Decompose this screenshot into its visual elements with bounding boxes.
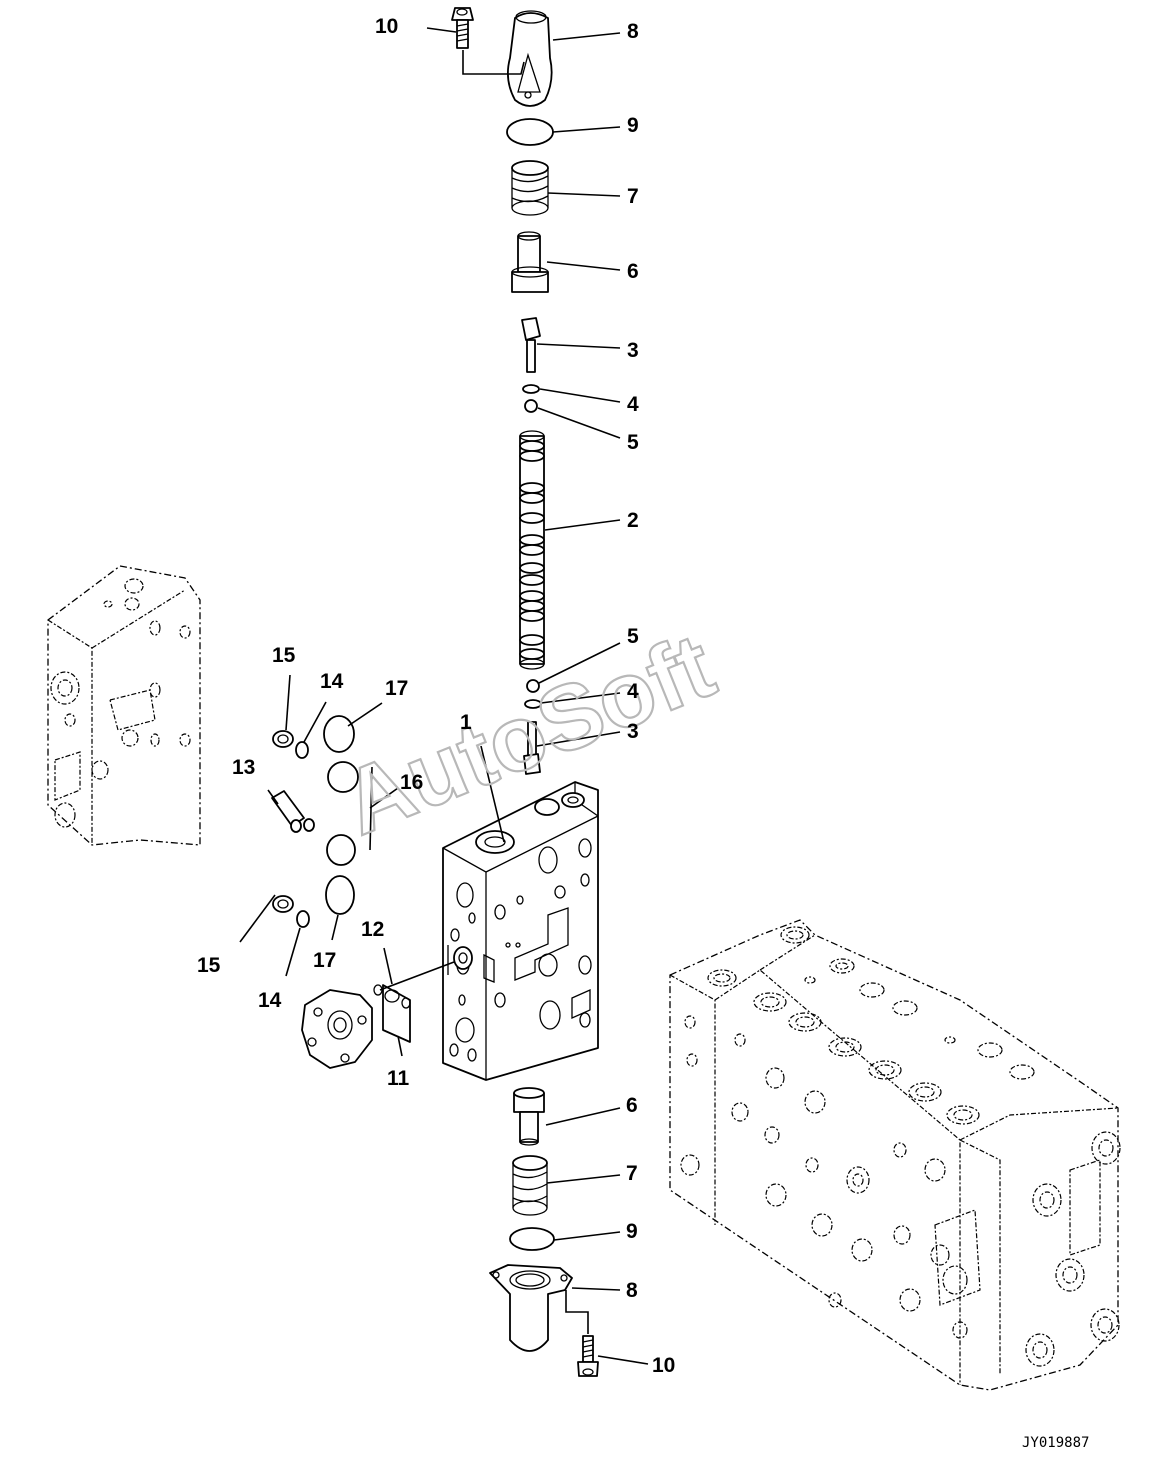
callout-6-top: 6	[627, 260, 639, 283]
part-3-mid-plug	[523, 721, 541, 775]
callout-15-bot: 15	[197, 954, 221, 977]
callout-2: 2	[627, 509, 639, 532]
part-7-top-spring	[511, 160, 549, 216]
callout-4-mid: 4	[627, 680, 639, 703]
leader-lines	[239, 27, 649, 1365]
callout-14-bot: 14	[258, 989, 282, 1012]
part-5-mid-ball	[526, 679, 540, 693]
drawing-code: JY019887	[1022, 1435, 1089, 1451]
part-10-top-bolt	[451, 7, 474, 49]
callout-7-bot: 7	[626, 1162, 638, 1185]
part-2-spool	[519, 430, 545, 670]
part-16-oring-a	[327, 761, 359, 793]
part-8-top-cover	[506, 10, 553, 107]
callout-9-top: 9	[627, 114, 639, 137]
part-9-top-oring	[506, 118, 554, 146]
callout-3-top: 3	[627, 339, 639, 362]
part-15-bot-plug	[272, 895, 294, 913]
part-14-bot-oring	[296, 910, 310, 928]
callout-10-top: 10	[375, 15, 398, 38]
callout-6-bot: 6	[626, 1094, 638, 1117]
callout-17-top: 17	[385, 677, 408, 700]
callout-1: 1	[460, 711, 472, 734]
callout-16: 16	[400, 771, 423, 794]
part-16-oring-b	[326, 834, 356, 866]
part-1-valve-section-body	[442, 781, 599, 1081]
adjacent-valve-section-left	[47, 565, 201, 846]
callout-5-mid: 5	[627, 625, 639, 648]
callout-8-top: 8	[627, 20, 639, 43]
part-3-top-plug	[521, 317, 541, 373]
callout-17-bot: 17	[313, 949, 336, 972]
part-13-plug	[271, 790, 315, 833]
callout-8-bot: 8	[626, 1279, 638, 1302]
part-8-bot-cover	[489, 1264, 573, 1352]
part-10-bot-bolt	[577, 1335, 599, 1377]
part-7-bot-spring	[512, 1155, 548, 1216]
callout-5-top: 5	[627, 431, 639, 454]
part-6-bot-retainer	[513, 1087, 545, 1146]
part-15-top-plug	[272, 730, 294, 748]
callout-10-bot: 10	[652, 1354, 675, 1377]
callout-7-top: 7	[627, 185, 639, 208]
main-valve-assembly-right	[669, 919, 1121, 1391]
part-5-top-ball	[524, 399, 538, 413]
callout-11: 11	[387, 1067, 410, 1090]
part-17-top-oring	[323, 715, 355, 753]
part-14-top-oring	[295, 741, 309, 759]
part-12-gasket	[373, 984, 411, 1043]
callout-15-top: 15	[272, 644, 296, 667]
part-17-bot-oring	[325, 875, 355, 915]
part-9-bot-oring	[509, 1227, 555, 1251]
callout-3-mid: 3	[627, 720, 639, 743]
part-11-cover-block	[301, 989, 373, 1069]
part-4-mid-ring	[524, 699, 542, 709]
callout-9-bot: 9	[626, 1220, 638, 1243]
part-4-top-ring	[522, 384, 540, 394]
part-6-top-retainer	[511, 231, 549, 293]
callout-14-top: 14	[320, 670, 344, 693]
callout-labels: 10 8 9 7 6 3 4 5 2 5 4 3 1 15 14 17 13 1…	[197, 15, 675, 1377]
callout-4-top: 4	[627, 393, 639, 416]
callout-13: 13	[232, 756, 255, 779]
callout-12: 12	[361, 918, 384, 941]
